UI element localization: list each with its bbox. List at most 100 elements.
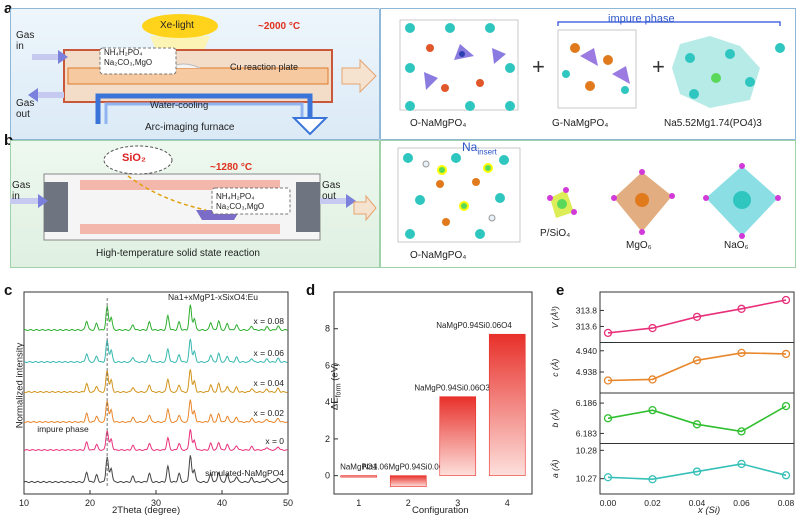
energy-xtick-label: 2 xyxy=(406,498,411,508)
lattice-ytick-label: 313.6 xyxy=(576,321,598,331)
lattice-line xyxy=(607,299,787,334)
lattice-ytick-label: 10.28 xyxy=(576,445,598,455)
energy-ytick-label: 0 xyxy=(325,471,330,481)
impure-phase-annotation: impure phase xyxy=(37,424,89,434)
energy-xtick-label: 1 xyxy=(356,498,361,508)
xrd-series-label: x = 0.02 xyxy=(254,408,285,418)
plus-2: + xyxy=(652,54,665,79)
panel-b-temperature: ~1280 °C xyxy=(210,162,253,173)
panel-a-caption: Arc-imaging furnace xyxy=(145,122,235,133)
gas-in-word2: in xyxy=(16,41,24,52)
panel-e-label: e xyxy=(556,282,565,299)
lattice-xlabel-text: x (Si) xyxy=(698,505,721,516)
xrd-series-label: x = 0.06 xyxy=(254,348,285,358)
energy-xtick-label: 4 xyxy=(505,498,510,508)
lattice-line xyxy=(607,352,787,382)
structure-o-namgpo4-b: O-NaMgPO₄ xyxy=(410,250,467,261)
psio4-atoms xyxy=(547,187,577,218)
lattice-subplot-frame xyxy=(599,443,795,495)
energy-bar-label: Na1.06MgP0.94Si0.06O4 xyxy=(363,463,455,472)
xrd-series-0 xyxy=(23,304,288,332)
xrd-xtick-label: 40 xyxy=(217,498,227,508)
lattice-point xyxy=(648,406,657,415)
lattice-point xyxy=(692,467,702,476)
xrd-series-label: x = 0.04 xyxy=(254,378,285,388)
energy-bar xyxy=(389,475,427,487)
lattice-point xyxy=(648,375,657,384)
energy-ytick-label: 6 xyxy=(325,360,330,370)
structure-g-namgpo4: G-NaMgPO₄ xyxy=(552,118,609,129)
lattice-xtick-label: 0.06 xyxy=(733,498,750,508)
structure-na552: Na5.52Mg1.74(PO4)3 xyxy=(664,118,762,129)
lattice-ylabel: c (Å) xyxy=(550,359,560,377)
sio2-label: SiO₂ xyxy=(122,152,146,164)
xrd-xtick-label: 20 xyxy=(85,498,95,508)
lattice-ytick-label: 4.940 xyxy=(576,346,598,356)
energy-ytick-label: 4 xyxy=(325,397,330,407)
energy-xlabel: Configuration xyxy=(412,505,469,516)
lattice-line xyxy=(607,463,787,481)
na-insert-main: Na xyxy=(462,140,478,154)
panel-b-gas-out: Gas out xyxy=(322,180,340,202)
lattice-point xyxy=(648,475,657,484)
na552-atoms xyxy=(672,36,785,108)
energy-xtick-label: 3 xyxy=(455,498,460,508)
xrd-series-4 xyxy=(23,429,288,451)
xrd-series-5 xyxy=(23,455,288,484)
o-namgpo4-atoms xyxy=(405,23,515,111)
gas-out-word1: Gas xyxy=(16,98,35,109)
precursor-1: NH₄H₂PO₄ xyxy=(104,48,143,57)
xrd-series-label: x = 0 xyxy=(265,436,284,446)
lattice-xtick-label: 0.02 xyxy=(644,498,661,508)
gas-out-word2: out xyxy=(16,109,30,120)
energy-bar xyxy=(488,333,526,476)
panel-b-precursors: NH₄H₂PO₄ Na₂CO₃,MgO xyxy=(216,192,264,212)
lattice-point xyxy=(781,471,791,480)
lattice-point xyxy=(737,427,746,436)
b-precursor-2: Na₂CO₃,MgO xyxy=(216,202,265,211)
xrd-title: Na1+xMgP1-xSixO4:Eu xyxy=(168,292,258,302)
lattice-xlabel: x (Si) xyxy=(698,505,720,516)
b-gas-out-word2: out xyxy=(322,191,336,202)
energy-bar-label: NaMgPO4 xyxy=(340,463,378,472)
lattice-ytick-label: 4.938 xyxy=(576,367,598,377)
b-gas-in-word1: Gas xyxy=(12,180,31,191)
b-precursor-1: NH₄H₂PO₄ xyxy=(216,192,255,201)
energy-ytick-label: 8 xyxy=(325,324,330,334)
lattice-ytick-label: 313.8 xyxy=(576,305,598,315)
structure-o-namgpo4-a: O-NaMgPO₄ xyxy=(410,118,467,129)
lattice-point xyxy=(781,295,791,305)
cu-plate-label: Cu reaction plate xyxy=(230,62,299,72)
panel-a-temperature: ~2000 °C xyxy=(258,21,301,32)
panel-a-furnace-drawing xyxy=(28,14,377,136)
xrd-xtick-label: 50 xyxy=(283,498,293,508)
energy-bar xyxy=(439,396,477,476)
energy-bar xyxy=(340,475,378,478)
lattice-point xyxy=(692,356,702,365)
panel-b-caption: High-temperature solid state reaction xyxy=(96,248,260,259)
lattice-point xyxy=(737,348,746,358)
lattice-xtick-label: 0.04 xyxy=(689,498,706,508)
panel-a-gas-out: Gas out xyxy=(16,98,34,120)
nao6-atoms xyxy=(703,163,781,239)
impure-phase-label: impure phase xyxy=(608,13,675,25)
gas-in-word1: Gas xyxy=(16,30,35,41)
lattice-point xyxy=(603,414,613,423)
xe-light-label: Xe-light xyxy=(160,20,194,31)
energy-bar-label: NaMgP0.94Si0.06O4 xyxy=(436,321,512,330)
precursor-2: Na₂CO₃,MgO xyxy=(104,58,153,67)
panel-d-label: d xyxy=(306,282,316,299)
lattice-point xyxy=(737,459,746,469)
b-gas-out-word1: Gas xyxy=(322,180,341,191)
lattice-ytick-label: 6.186 xyxy=(576,398,598,408)
lattice-ytick-label: 10.27 xyxy=(576,474,598,484)
energy-frame xyxy=(333,291,533,495)
water-cooling-label: Water-cooling xyxy=(150,100,209,111)
panel-b-gas-in: Gas in xyxy=(12,180,30,202)
energy-ylabel: ΔEform (eV) xyxy=(329,362,343,411)
lattice-point xyxy=(781,401,791,411)
formation-energy-chart: 024681NaMgPO42Na1.06MgP0.94Si0.06O43NaMg… xyxy=(325,291,533,508)
xrd-series-1 xyxy=(23,338,288,364)
lattice-xtick-label: 0.08 xyxy=(778,498,795,508)
